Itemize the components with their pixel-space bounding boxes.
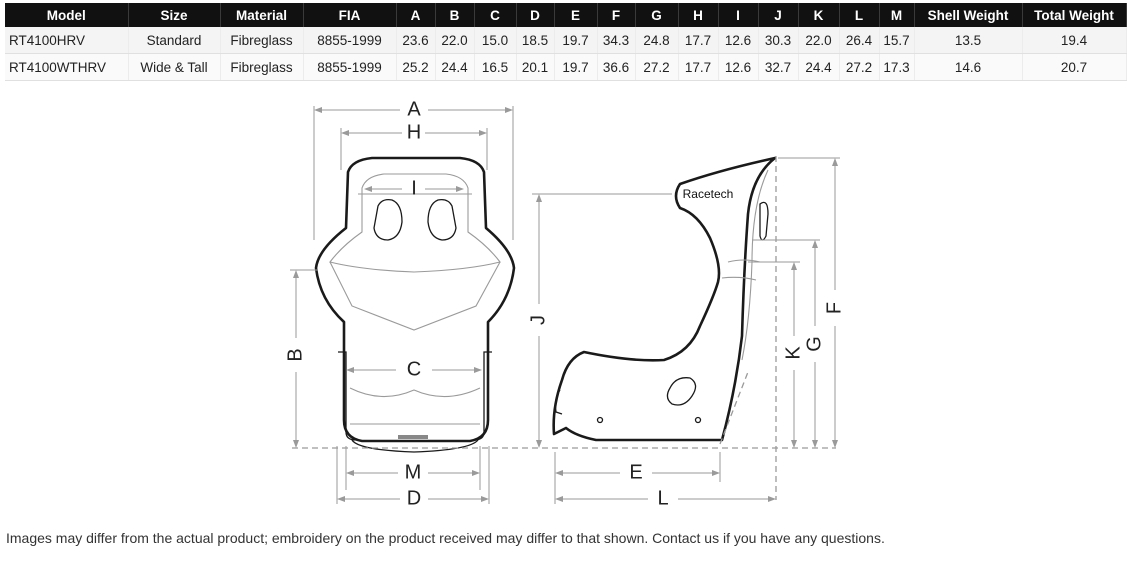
col-header-i: I — [718, 3, 759, 27]
cell-g: 24.8 — [635, 27, 679, 54]
cell-h: 17.7 — [678, 27, 719, 54]
cell-i: 12.6 — [718, 27, 759, 54]
dim-label-j: J — [527, 315, 549, 325]
spec-table: Model Size Material FIA A B C D E F G H … — [5, 3, 1127, 81]
dim-label-l: L — [657, 487, 668, 509]
cell-c: 15.0 — [474, 27, 517, 54]
table-header-row: Model Size Material FIA A B C D E F G H … — [5, 3, 1127, 27]
dim-label-m: M — [405, 461, 422, 483]
col-header-b: B — [435, 3, 475, 27]
cell-fia: 8855-1999 — [303, 53, 397, 81]
cell-j: 32.7 — [758, 53, 799, 81]
cell-m: 17.3 — [879, 53, 915, 81]
col-header-g: G — [635, 3, 679, 27]
col-header-l: L — [839, 3, 880, 27]
col-header-e: E — [554, 3, 598, 27]
col-header-model: Model — [5, 3, 129, 27]
cell-h: 17.7 — [678, 53, 719, 81]
dim-label-h: H — [407, 121, 421, 143]
cell-k: 22.0 — [798, 27, 840, 54]
front-view-dimensions — [290, 106, 514, 504]
cell-l: 26.4 — [839, 27, 880, 54]
cell-e: 19.7 — [554, 27, 598, 54]
col-header-k: K — [798, 3, 840, 27]
cell-material: Fibreglass — [220, 27, 304, 54]
cell-i: 12.6 — [718, 53, 759, 81]
cell-f: 34.3 — [597, 27, 636, 54]
col-header-fia: FIA — [303, 3, 397, 27]
cell-a: 23.6 — [396, 27, 436, 54]
cell-size: Standard — [128, 27, 221, 54]
col-header-c: C — [474, 3, 517, 27]
cell-total-weight: 20.7 — [1022, 53, 1127, 81]
cell-l: 27.2 — [839, 53, 880, 81]
col-header-a: A — [396, 3, 436, 27]
seat-dimension-diagram: Racetech — [284, 98, 845, 509]
table-row: RT4100HRV Standard Fibreglass 8855-1999 … — [5, 27, 1127, 54]
cell-j: 30.3 — [758, 27, 799, 54]
dim-label-b: B — [284, 348, 306, 361]
side-view-seat: Racetech — [552, 156, 777, 442]
cell-k: 24.4 — [798, 53, 840, 81]
cell-model: RT4100WTHRV — [5, 53, 129, 81]
brand-logo-text: Racetech — [683, 187, 734, 201]
dim-label-g: G — [803, 336, 825, 352]
dim-label-a: A — [407, 98, 421, 120]
cell-d: 18.5 — [516, 27, 555, 54]
dimension-labels: A H I C M D B J E L F G K — [284, 98, 845, 509]
cell-b: 22.0 — [435, 27, 475, 54]
front-view-seat — [314, 156, 516, 453]
col-header-f: F — [597, 3, 636, 27]
table-row: RT4100WTHRV Wide & Tall Fibreglass 8855-… — [5, 53, 1127, 81]
cell-shell-weight: 13.5 — [914, 27, 1023, 54]
cell-model: RT4100HRV — [5, 27, 129, 54]
dim-label-i: I — [411, 177, 417, 199]
cell-fia: 8855-1999 — [303, 27, 397, 54]
cell-total-weight: 19.4 — [1022, 27, 1127, 54]
cell-material: Fibreglass — [220, 53, 304, 81]
cell-a: 25.2 — [396, 53, 436, 81]
side-view-dimensions — [532, 156, 840, 504]
dim-label-d: D — [407, 487, 421, 509]
cell-m: 15.7 — [879, 27, 915, 54]
dim-label-e: E — [629, 461, 642, 483]
col-header-d: D — [516, 3, 555, 27]
disclaimer-text: Images may differ from the actual produc… — [6, 530, 885, 546]
col-header-shell-weight: Shell Weight — [914, 3, 1023, 27]
dim-label-c: C — [407, 358, 421, 380]
col-header-j: J — [758, 3, 799, 27]
col-header-material: Material — [220, 3, 304, 27]
cell-c: 16.5 — [474, 53, 517, 81]
dim-label-k: K — [782, 346, 804, 360]
cell-g: 27.2 — [635, 53, 679, 81]
cell-shell-weight: 14.6 — [914, 53, 1023, 81]
cell-b: 24.4 — [435, 53, 475, 81]
cell-f: 36.6 — [597, 53, 636, 81]
cell-size: Wide & Tall — [128, 53, 221, 81]
col-header-total-weight: Total Weight — [1022, 3, 1127, 27]
col-header-m: M — [879, 3, 915, 27]
cell-e: 19.7 — [554, 53, 598, 81]
col-header-h: H — [678, 3, 719, 27]
col-header-size: Size — [128, 3, 221, 27]
dim-label-f: F — [823, 302, 845, 314]
cell-d: 20.1 — [516, 53, 555, 81]
